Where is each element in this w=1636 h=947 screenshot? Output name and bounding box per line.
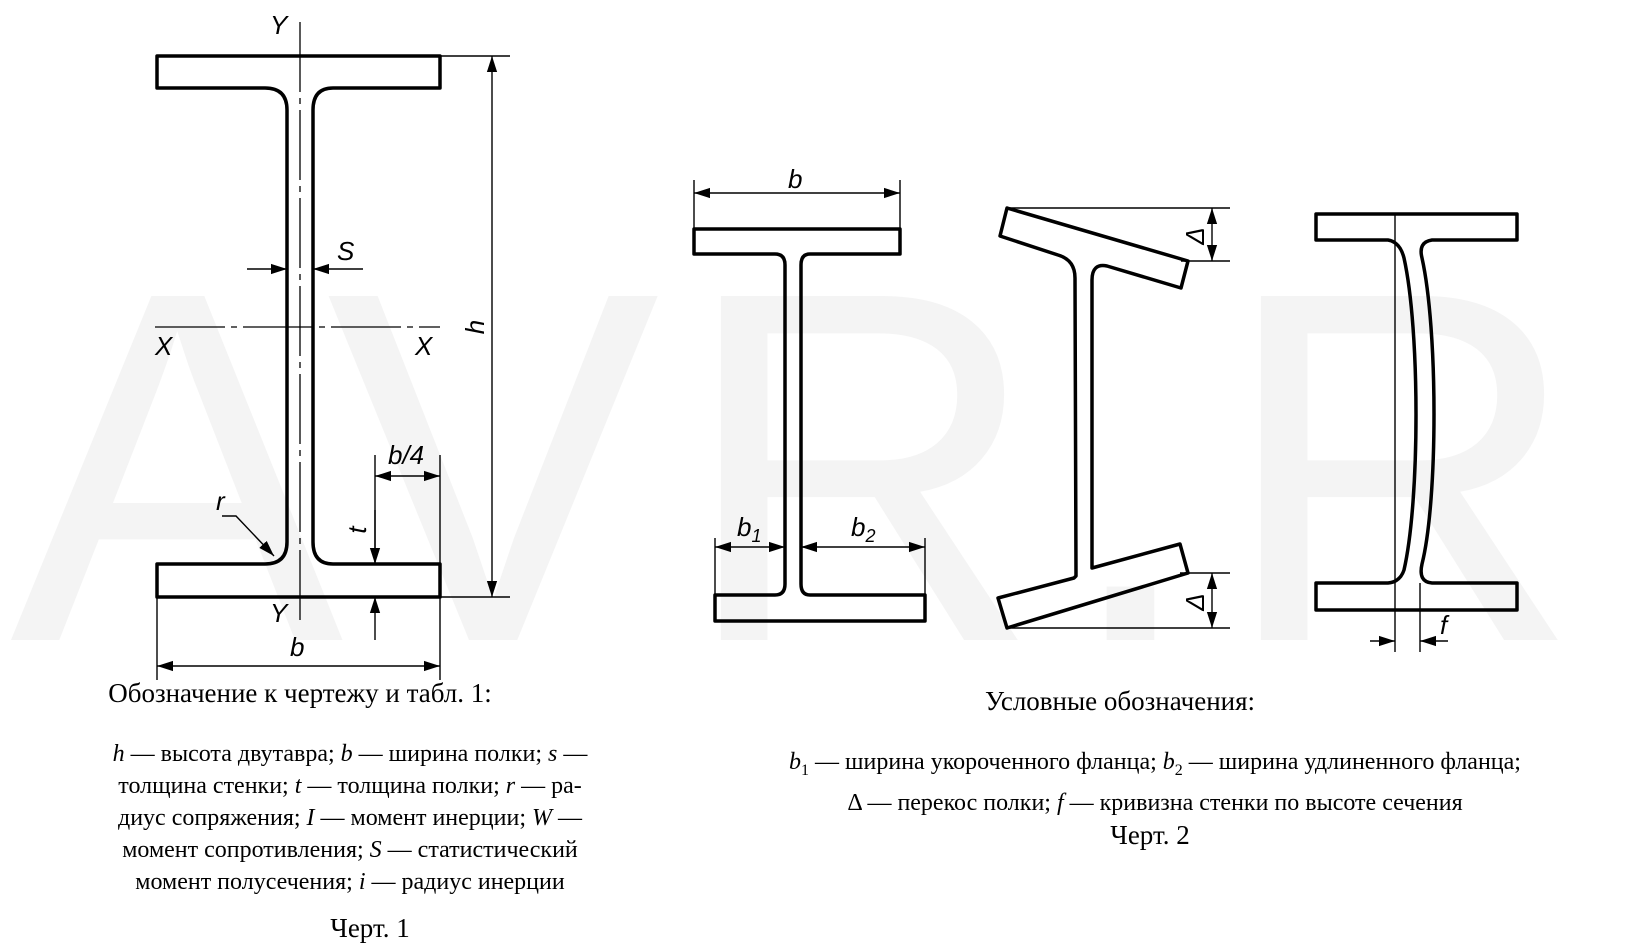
legend2-line: b1 — ширина укороченного фланца; b2 — ши…	[690, 746, 1620, 787]
legend2-symbol: b	[1162, 749, 1175, 775]
legend1-symbol: i	[358, 869, 366, 895]
drawing2-figure-label: Черт. 2	[1110, 820, 1190, 850]
legend1-text: — радиус инерции	[365, 869, 565, 895]
legend1-symbol: t	[294, 773, 302, 799]
legend1-line: толщина стенки; t — толщина полки; r — р…	[40, 770, 660, 802]
legend2-line: Δ — перекос полки; f — кривизна стенки п…	[690, 787, 1620, 819]
y-label-top: Y	[270, 10, 289, 40]
legend1-text: — ра-	[515, 773, 582, 799]
t-label: t	[342, 525, 372, 534]
ibeam-drawing-1: Y Y X X S h b b/4 t r	[154, 10, 510, 680]
legend1-text: — статистический	[381, 837, 578, 863]
ibeam-skewed-flanges-outline	[996, 206, 1190, 630]
legend1-symbol: W	[532, 805, 552, 831]
b1-label: b1	[737, 512, 761, 546]
legend1-line: момент полусечения; i — радиус инерции	[40, 866, 660, 898]
f-label: f	[1440, 610, 1450, 640]
drawing2-caption: Условные обозначения:	[984, 686, 1256, 716]
drawing1-legend: h — высота двутавра; b — ширина полки; s…	[40, 738, 660, 898]
ibeam-curved-web-outline	[1314, 212, 1519, 612]
drawing1-figure-label: Черт. 1	[330, 913, 410, 943]
h-label: h	[460, 320, 490, 334]
legend1-text: —	[557, 741, 588, 767]
legend2-text: Δ — перекос полки;	[847, 789, 1057, 816]
legend2-symbol: f	[1056, 789, 1064, 816]
delta-label-top: Δ	[1180, 227, 1210, 245]
b2-label: b2	[851, 512, 875, 546]
ibeam-drawing-flange-skew: Δ Δ	[996, 206, 1230, 630]
legend1-text: толщина стенки;	[118, 773, 295, 799]
drawing2-legend: b1 — ширина укороченного фланца; b2 — ши…	[690, 746, 1620, 819]
legend2-text: — кривизна стенки по высоте сечения	[1063, 789, 1463, 816]
r-label: r	[216, 486, 226, 516]
legend1-text: — ширина полки;	[352, 741, 549, 767]
r-leader	[222, 515, 275, 557]
legend1-text: —	[552, 805, 582, 831]
legend1-text: момент полусечения;	[135, 869, 359, 895]
legend1-text: момент сопротивления;	[122, 837, 370, 863]
x-label-left: X	[154, 331, 174, 361]
legend1-text: — высота двутавра;	[124, 741, 341, 767]
watermark: AVR.RU	[10, 187, 1636, 746]
s-label: S	[337, 236, 355, 266]
legend1-symbol: h	[112, 741, 125, 767]
legend2-text: — ширина удлиненного фланца;	[1182, 749, 1521, 775]
b-label-2: b	[788, 164, 802, 194]
legend1-symbol: s	[548, 741, 558, 767]
b4-label: b/4	[388, 440, 424, 470]
y-label-bottom: Y	[270, 598, 289, 628]
legend2-symbol: b	[789, 749, 802, 775]
legend1-symbol: I	[306, 805, 315, 831]
legend1-symbol: S	[369, 837, 382, 863]
delta-label-bottom: Δ	[1180, 593, 1210, 611]
legend1-symbol: r	[505, 773, 516, 799]
legend1-line: момент сопротивления; S — статистический	[40, 834, 660, 866]
legend1-line: h — высота двутавра; b — ширина полки; s…	[40, 738, 660, 770]
b-label: b	[290, 632, 304, 662]
legend2-text: — ширина укороченного фланца;	[809, 749, 1163, 775]
x-label-right: X	[414, 331, 434, 361]
legend1-text: диус сопряжения;	[117, 805, 307, 831]
drawing1-caption: Обозначение к чертежу и табл. 1:	[108, 678, 492, 708]
legend1-text: — момент инерции;	[314, 805, 532, 831]
legend2-subscript: 1	[801, 761, 810, 779]
legend1-text: — толщина полки;	[301, 773, 506, 799]
legend1-line: диус сопряжения; I — момент инерции; W —	[40, 802, 660, 834]
ibeam-unequal-flanges-outline	[692, 227, 927, 623]
ibeam-drawing-flange-widths: b b1 b2	[692, 164, 927, 623]
legend1-symbol: b	[340, 741, 353, 767]
legend2-subscript: 2	[1174, 761, 1183, 779]
ibeam-drawing-web-curvature: f	[1314, 212, 1519, 652]
